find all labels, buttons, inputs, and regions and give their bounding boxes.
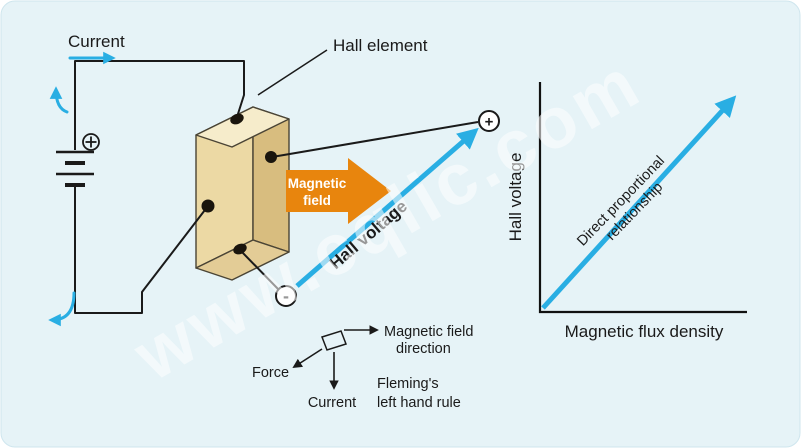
wire-battery-top — [74, 60, 245, 150]
fleming-force-label: Force — [252, 365, 289, 381]
plus-terminal-sign: + — [485, 114, 494, 131]
current-flow-arrow-left — [49, 86, 69, 114]
fleming-origin-shape — [321, 330, 347, 351]
fleming-force-arrow — [292, 348, 323, 369]
fleming-current-label: Current — [308, 395, 356, 411]
graph-x-axis-label: Magnetic flux density — [565, 322, 724, 341]
contact-dot-left — [201, 199, 215, 213]
current-label: Current — [68, 32, 125, 51]
hall-element-label: Hall element — [333, 36, 428, 55]
fleming-field-label-line2: direction — [396, 341, 451, 357]
graph-proportional-arrow — [541, 95, 737, 310]
wire-minus-terminal — [239, 249, 280, 291]
fleming-rule-title-line2: left hand rule — [377, 395, 461, 411]
minus-terminal-sign: - — [283, 286, 289, 306]
magnetic-field-label-line2: field — [303, 193, 331, 208]
hall-element-pointer-line — [257, 49, 328, 96]
fleming-field-label-line1: Magnetic field — [384, 324, 473, 340]
fleming-rule-diagram: Magnetic field direction Force Current F… — [252, 324, 473, 411]
hall-voltage-arrow — [295, 127, 479, 288]
graph-y-axis-label: Hall voltage — [506, 153, 525, 242]
wire-battery-bottom — [74, 183, 209, 314]
battery-positive-icon — [82, 133, 100, 151]
plus-terminal: + — [478, 110, 500, 132]
contact-dot-top — [230, 113, 244, 125]
battery-icon — [56, 133, 100, 187]
contact-dot-right — [265, 151, 277, 163]
graph-axes — [538, 82, 747, 314]
magnetic-field-label-line1: Magnetic — [288, 176, 347, 191]
current-flow-arrow-bottom — [48, 291, 76, 327]
hall-element-box — [195, 106, 290, 281]
magnetic-field-arrow: Magnetic field — [286, 158, 391, 224]
contact-dot-bottom — [233, 243, 247, 255]
fleming-rule-title-line1: Fleming's — [377, 376, 439, 392]
wire-plus-terminal — [271, 121, 479, 158]
minus-terminal: - — [275, 285, 297, 307]
